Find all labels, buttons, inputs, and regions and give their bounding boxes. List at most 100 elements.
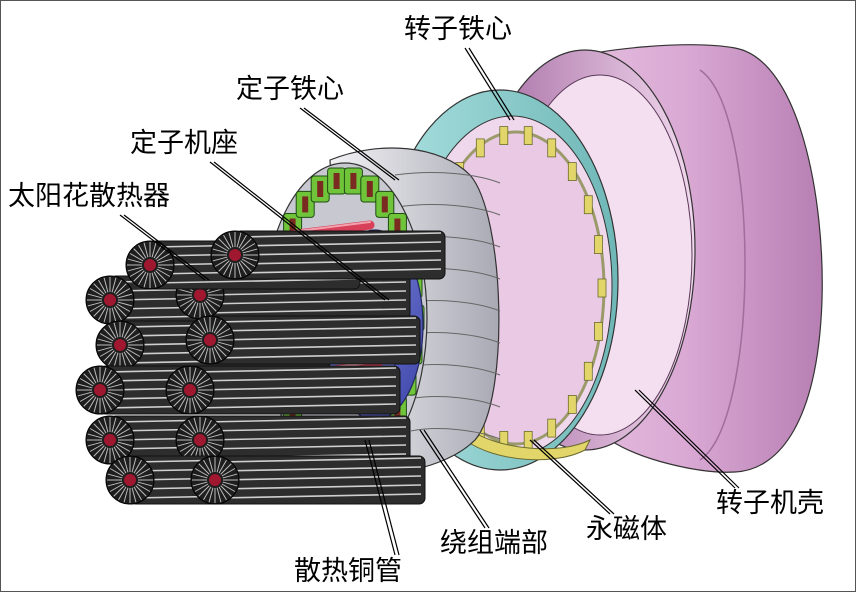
radiator-ray	[137, 481, 153, 487]
radiator-ray	[203, 459, 212, 474]
radiator-core	[104, 434, 116, 446]
radiator-ray	[189, 343, 204, 352]
radiator-ray	[155, 270, 167, 282]
radiator-ray	[241, 243, 256, 252]
radiator-ray	[116, 288, 131, 297]
radiator-ray	[115, 423, 127, 435]
radiator-ray	[115, 283, 127, 295]
radiator-fin	[218, 457, 422, 463]
sunflower-radiator-shape	[75, 230, 446, 505]
label-rotor-core: 转子铁心	[404, 14, 512, 45]
radiator-ray	[87, 293, 103, 299]
radiator-ray	[211, 317, 217, 333]
leader-line	[209, 161, 386, 301]
radiator-ray	[115, 445, 127, 457]
radiator-fin	[203, 417, 407, 423]
radiator-ray	[83, 373, 95, 385]
leader-line	[303, 107, 400, 181]
radiator-ray	[169, 393, 184, 402]
radiator-ray	[194, 468, 209, 477]
radiator-ray	[195, 395, 207, 407]
radiator-ray	[216, 457, 222, 473]
radiator-ray	[211, 347, 217, 363]
radiator-ray	[187, 333, 203, 339]
radiator-ray	[87, 433, 103, 439]
radiator-ray	[179, 443, 194, 452]
radiator-fin	[203, 435, 407, 441]
radiator-ray	[126, 348, 141, 357]
radiator-ray	[217, 341, 233, 347]
radiator-fin	[213, 326, 417, 332]
radiator-ray	[167, 391, 183, 397]
radiator-ray	[228, 262, 234, 278]
leader-line	[464, 47, 511, 121]
magnet-segment	[583, 195, 593, 215]
radiator-ray	[111, 417, 117, 433]
radiator-ray	[203, 486, 212, 501]
radiator-ray	[123, 351, 132, 366]
winding-slot	[381, 196, 388, 213]
winding-slot	[350, 173, 357, 189]
radiator-ray	[115, 305, 127, 317]
radiator-ray	[98, 279, 107, 294]
radiator-fin	[203, 444, 407, 450]
radiator-fin	[213, 335, 417, 341]
label-stator-core: 定子铁心	[236, 74, 344, 105]
radiator-ray	[238, 234, 247, 249]
radiator-ray	[212, 248, 228, 254]
radiator-ray	[203, 301, 212, 316]
leader-line	[299, 107, 396, 181]
radiator-ray	[113, 306, 122, 321]
radiator-ray	[101, 397, 107, 413]
radiator-ray	[77, 391, 93, 397]
radiator-ray	[236, 232, 242, 248]
leader-line	[213, 161, 390, 301]
radiator-ray	[106, 378, 121, 387]
radiator-ray	[93, 423, 105, 435]
radiator-ray	[133, 270, 145, 282]
radiator-ray	[197, 391, 213, 397]
radiator-fin	[203, 426, 407, 432]
radiator-ray	[183, 423, 195, 435]
radiator-ray	[208, 487, 214, 503]
radiator-ray	[169, 378, 184, 387]
leader-line	[119, 214, 206, 281]
radiator-fin	[218, 475, 422, 481]
radiator-ray	[173, 395, 185, 407]
radiator-ray	[193, 369, 202, 384]
radiator-ray	[126, 333, 141, 342]
radiator-ray	[221, 468, 236, 477]
radiator-core	[209, 474, 221, 486]
radiator-core	[184, 384, 196, 396]
radiator-core	[144, 259, 156, 271]
radiator-ray	[221, 483, 236, 492]
radiator-ray	[197, 383, 213, 389]
copper-tube-highlight	[289, 221, 371, 233]
leader-line	[529, 439, 611, 515]
radiator-ray	[121, 352, 127, 368]
leader-line	[368, 439, 400, 556]
radiator-ray	[88, 369, 97, 384]
radiator-ray	[116, 303, 131, 312]
radiator-ray	[214, 243, 229, 252]
radiator-ray	[213, 319, 222, 334]
radiator-ray	[196, 393, 211, 402]
radiator-ray	[207, 433, 223, 439]
radiator-ray	[87, 301, 103, 307]
radiator-ray	[153, 244, 162, 259]
radiator-ray	[156, 253, 171, 262]
radiator-ray	[93, 397, 99, 413]
winding-slot	[302, 196, 309, 213]
radiator-core	[204, 334, 216, 346]
radiator-ray	[223, 234, 232, 249]
radiator-ray	[194, 483, 209, 492]
radiator-ray	[198, 463, 210, 475]
magnet-segment	[547, 418, 557, 438]
radiator-ray	[214, 258, 229, 267]
radiator-ray	[87, 441, 103, 447]
label-winding-end: 绕组端部	[440, 528, 548, 559]
radiator-ray	[118, 459, 127, 474]
radiator-ray	[206, 428, 221, 437]
radiator-ray	[113, 485, 125, 497]
